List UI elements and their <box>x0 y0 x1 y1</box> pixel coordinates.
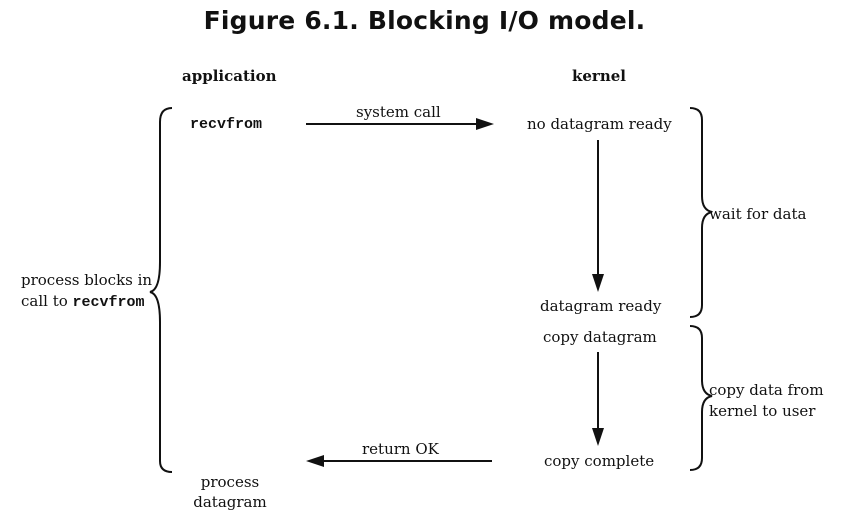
wait-arrowhead <box>592 274 604 292</box>
process-datagram-line2: datagram <box>193 493 267 511</box>
copy-datagram-label: copy datagram <box>543 328 657 346</box>
system-call-label: system call <box>356 103 441 121</box>
copy-data-brace <box>689 325 713 471</box>
copy-data-line1: copy data from <box>709 381 824 399</box>
application-column-header: application <box>182 67 277 85</box>
return-ok-arrowhead <box>306 455 324 467</box>
no-datagram-ready-label: no datagram ready <box>527 115 672 133</box>
copy-complete-label: copy complete <box>544 452 655 470</box>
wait-for-data-label: wait for data <box>709 205 807 223</box>
figure-title: Figure 6.1. Blocking I/O model. <box>203 6 646 35</box>
process-blocks-code: recvfrom <box>72 294 145 311</box>
return-ok-label: return OK <box>362 440 439 458</box>
recvfrom-call: recvfrom <box>190 116 263 133</box>
wait-for-data-brace <box>689 107 713 318</box>
system-call-arrowhead <box>476 118 494 130</box>
process-blocks-prefix: call to <box>21 292 73 310</box>
datagram-ready-label: datagram ready <box>540 297 662 315</box>
process-blocks-brace <box>149 107 173 473</box>
kernel-column-header: kernel <box>572 67 626 85</box>
process-datagram-line1: process <box>200 473 260 491</box>
process-blocks-line2: call to recvfrom <box>21 292 145 311</box>
copy-arrowhead <box>592 428 604 446</box>
process-blocks-line1: process blocks in <box>21 271 153 289</box>
copy-data-line2: kernel to user <box>709 402 816 420</box>
